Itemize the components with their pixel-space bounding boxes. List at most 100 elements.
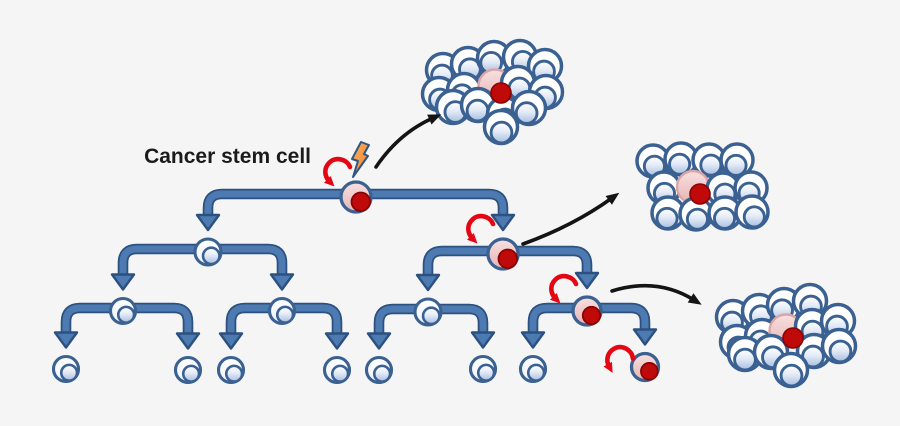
- differentiated-cell-node: [173, 355, 203, 385]
- self-renewal-arrow-gen3: [549, 273, 579, 304]
- tumor-cell: [707, 195, 743, 231]
- cancer-stem-cell-gen2-node: [486, 237, 520, 271]
- progenitor-cell-node: [267, 296, 297, 326]
- division-edge-n2L-n3a: [110, 243, 208, 291]
- cancer-cell-nucleus: [350, 191, 372, 213]
- edge-fill: [119, 245, 208, 278]
- edge-fill: [62, 304, 123, 336]
- division-edge-n3c-n4e: [366, 303, 428, 350]
- self-renewal-arrow-gen4: [603, 344, 636, 373]
- self-renewal-arrow-root: [323, 156, 353, 187]
- differentiated-cell-node: [518, 354, 548, 384]
- tumor-cell-nucleus: [489, 120, 514, 145]
- tumor-cell: [772, 351, 810, 389]
- edge-arrowhead: [366, 332, 392, 350]
- edge-arrowhead: [415, 273, 441, 292]
- differentiated-cell-node: [468, 354, 498, 384]
- lightning-shape: [351, 141, 370, 178]
- division-edge-n3a-n4a: [53, 302, 123, 349]
- edge-arrowhead: [269, 273, 295, 291]
- cancer-stem-cell-gen4-node: [629, 351, 661, 383]
- tumor-arrow-curve: [521, 196, 614, 246]
- tumor-cell-nucleus: [668, 152, 692, 176]
- diagram-root: [51, 38, 858, 389]
- edge-arrowhead: [218, 332, 244, 350]
- self-renewal-arrowhead: [323, 175, 335, 187]
- cell-nucleus: [330, 364, 350, 383]
- self-renewal-curve: [323, 156, 353, 184]
- tumor-arrowhead: [605, 192, 620, 205]
- tumor-arrowhead: [687, 293, 702, 305]
- division-edge-n3b-n4d: [282, 302, 350, 350]
- division-edge-n2R-n3d: [503, 245, 600, 290]
- self-renewal-arrowhead: [549, 292, 561, 304]
- tumor-cell: [820, 327, 858, 365]
- tumor-cell: [482, 108, 520, 146]
- tumor-arrow-curve: [610, 283, 696, 302]
- cell-nucleus: [476, 363, 496, 382]
- cell-nucleus: [201, 246, 221, 266]
- edge-fill: [529, 304, 587, 336]
- tumor-arrowhead: [427, 114, 442, 125]
- division-edge-n3b-n4c: [218, 302, 282, 350]
- tumor-cell-nucleus: [514, 101, 539, 125]
- edge-fill: [204, 190, 356, 218]
- division-edge-n2L-n3b: [208, 243, 295, 291]
- edge-arrowhead: [490, 213, 516, 232]
- edge-fill: [282, 304, 341, 337]
- arrow-to-tumor-top: [374, 114, 442, 169]
- cell-nucleus: [181, 364, 201, 383]
- edge-arrowhead: [520, 331, 546, 349]
- cancer-stem-cell-root-node: [339, 180, 373, 214]
- division-edge-n3d-n4g: [520, 302, 587, 349]
- division-edge-n3c-n4f: [428, 303, 496, 349]
- arrow-to-tumor-middle: [521, 192, 620, 246]
- self-renewal-arrow-gen2: [466, 213, 496, 244]
- tumor-cancer-nucleus: [490, 82, 512, 104]
- tumor-cell-nucleus: [655, 206, 679, 230]
- differentiated-cell-node: [364, 355, 394, 385]
- diagram-title: Cancer stem cell: [144, 145, 311, 168]
- edge-fill: [375, 305, 428, 337]
- mutation-lightning-icon: [351, 141, 370, 178]
- progenitor-cell-node: [108, 296, 138, 326]
- edge-arrowhead: [195, 213, 221, 232]
- tumor-cell-nucleus: [712, 206, 737, 230]
- arrow-to-tumor-bottom: [610, 283, 702, 305]
- self-renewal-arrowhead: [603, 361, 613, 373]
- tumor-cell: [734, 194, 770, 230]
- edge-outline: [202, 188, 356, 218]
- edge-fill: [587, 304, 649, 333]
- division-edge-n1-n2L: [195, 188, 356, 232]
- division-edge-n2R-n3c: [415, 245, 503, 292]
- tumor-cell-nucleus: [724, 153, 748, 177]
- cell-nucleus: [59, 363, 79, 382]
- edge-fill: [208, 245, 286, 278]
- edge-arrowhead: [470, 331, 496, 349]
- cell-nucleus: [421, 306, 441, 326]
- tumor-cell: [726, 335, 764, 373]
- edge-arrowhead: [324, 332, 350, 350]
- self-renewal-curve: [605, 344, 636, 370]
- edge-arrowhead: [110, 273, 136, 291]
- progenitor-cell-node: [413, 297, 443, 327]
- cell-nucleus: [526, 363, 546, 382]
- edge-fill: [356, 190, 507, 218]
- edge-arrowhead: [632, 328, 658, 346]
- cell-nucleus: [224, 364, 244, 383]
- tumor-cluster-bottom: [714, 282, 858, 389]
- division-edge-n3a-n4b: [123, 302, 201, 350]
- tumor-cell-nucleus: [465, 98, 490, 123]
- progenitor-cell-node: [193, 237, 223, 267]
- differentiated-cell-node: [216, 355, 246, 385]
- edge-fill: [424, 247, 503, 278]
- cell-nucleus: [116, 305, 136, 324]
- tumor-cell-nucleus: [779, 363, 804, 388]
- tumor-cancer-nucleus: [689, 183, 711, 205]
- edge-fill: [503, 247, 591, 276]
- self-renewal-curve: [549, 273, 579, 301]
- division-edge-n1-n2R: [356, 188, 516, 232]
- cancer-cell-nucleus: [640, 362, 659, 381]
- differentiated-cell-node: [322, 355, 352, 385]
